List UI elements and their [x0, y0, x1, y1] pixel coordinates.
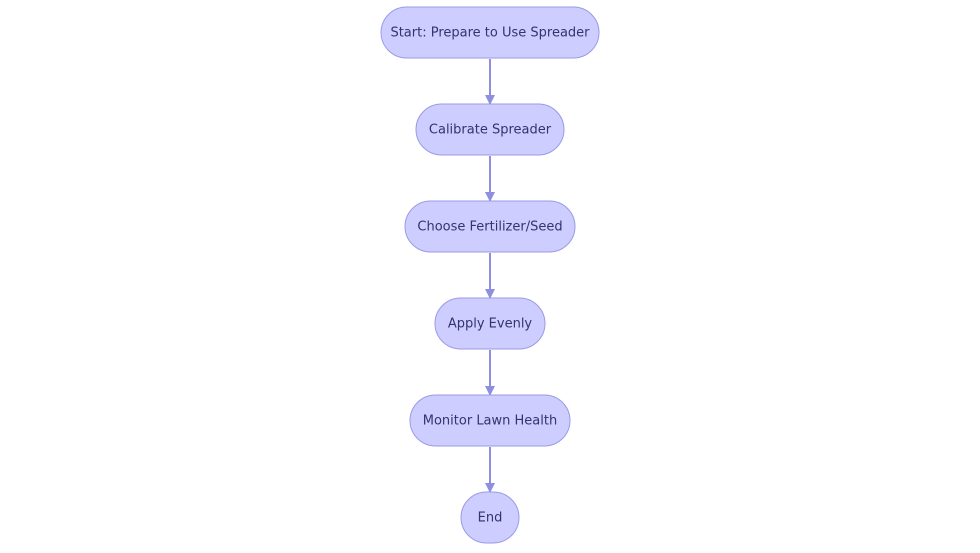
- node-start-label: Start: Prepare to Use Spreader: [390, 26, 590, 41]
- node-apply-shape: [434, 297, 546, 350]
- node-monitor-shape: [409, 394, 571, 447]
- node-calibrate-shape: [415, 103, 565, 156]
- node-choose-shape: [404, 200, 576, 253]
- node-apply-label: Apply Evenly: [448, 317, 533, 332]
- node-start-shape: [380, 6, 600, 59]
- node-end[interactable]: End: [460, 491, 520, 544]
- node-start[interactable]: Start: Prepare to Use Spreader: [380, 6, 600, 59]
- node-calibrate-label: Calibrate Spreader: [429, 123, 552, 138]
- node-monitor-label: Monitor Lawn Health: [423, 414, 557, 429]
- node-end-label: End: [478, 511, 503, 526]
- node-end-shape: [460, 491, 520, 544]
- node-choose-label: Choose Fertilizer/Seed: [417, 220, 562, 235]
- node-calibrate[interactable]: Calibrate Spreader: [415, 103, 565, 156]
- node-monitor[interactable]: Monitor Lawn Health: [409, 394, 571, 447]
- node-apply[interactable]: Apply Evenly: [434, 297, 546, 350]
- node-choose[interactable]: Choose Fertilizer/Seed: [404, 200, 576, 253]
